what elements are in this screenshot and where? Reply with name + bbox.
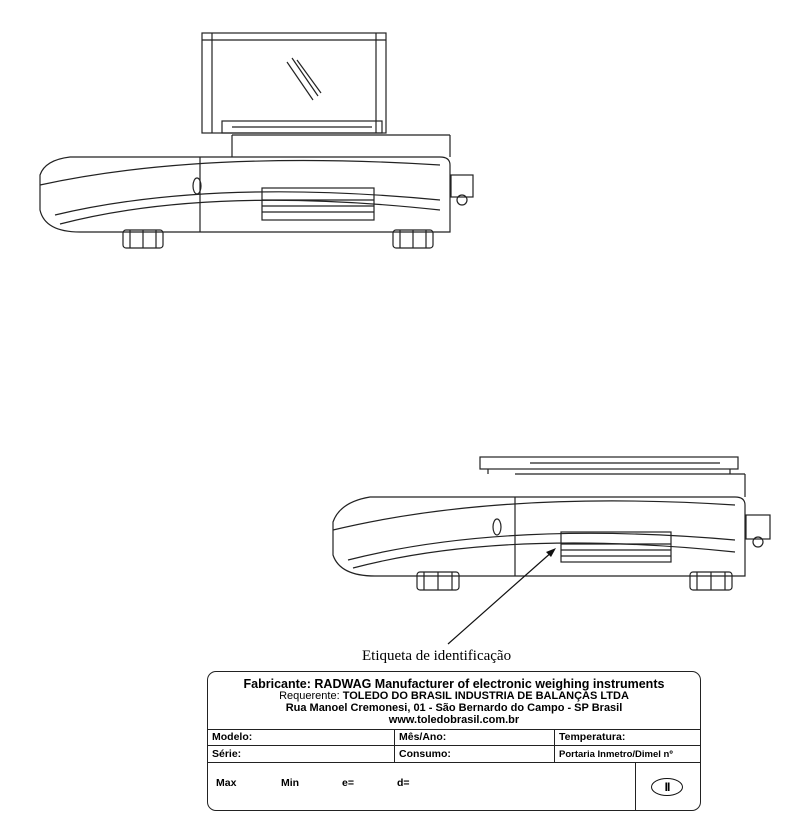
accuracy-class-icon: II [651,778,683,796]
requester-name: TOLEDO DO BRASIL INDUSTRIA DE BALANÇAS L… [342,690,629,702]
mes-ano-field: Mês/Ano: [399,731,447,743]
address-line: Rua Manoel Cremonesi, 01 - São Bernardo … [285,702,623,714]
manufacturer-line: Fabricante: RADWAG Manufacturer of elect… [243,677,665,691]
serie-field: Série: [212,748,242,760]
modelo-field: Modelo: [212,731,253,743]
portaria-field: Portaria Inmetro/Dimel nº [559,749,673,760]
label-caption: Etiqueta de identificação [362,648,512,664]
max-field: Max [216,777,237,789]
balance-with-pan [332,456,771,591]
divider [554,729,555,762]
consumo-field: Consumo: [399,748,451,760]
website-line: www.toledobrasil.com.br [388,714,520,726]
pointer-arrow [447,548,556,645]
identification-label: Fabricante: RADWAG Manufacturer of elect… [207,671,701,811]
e-field: e= [342,777,354,789]
divider [208,762,700,763]
requester-prefix: Requerente: [279,690,340,702]
divider [635,762,636,810]
label-header: Fabricante: RADWAG Manufacturer of elect… [208,678,700,726]
divider [208,729,700,730]
min-field: Min [281,777,300,789]
temperatura-field: Temperatura: [559,731,626,743]
d-field: d= [397,777,410,789]
balance-with-draft-shield [39,32,474,249]
divider [394,729,395,762]
divider [208,745,700,746]
requester-line: Requerente: TOLEDO DO BRASIL INDUSTRIA D… [208,690,700,702]
